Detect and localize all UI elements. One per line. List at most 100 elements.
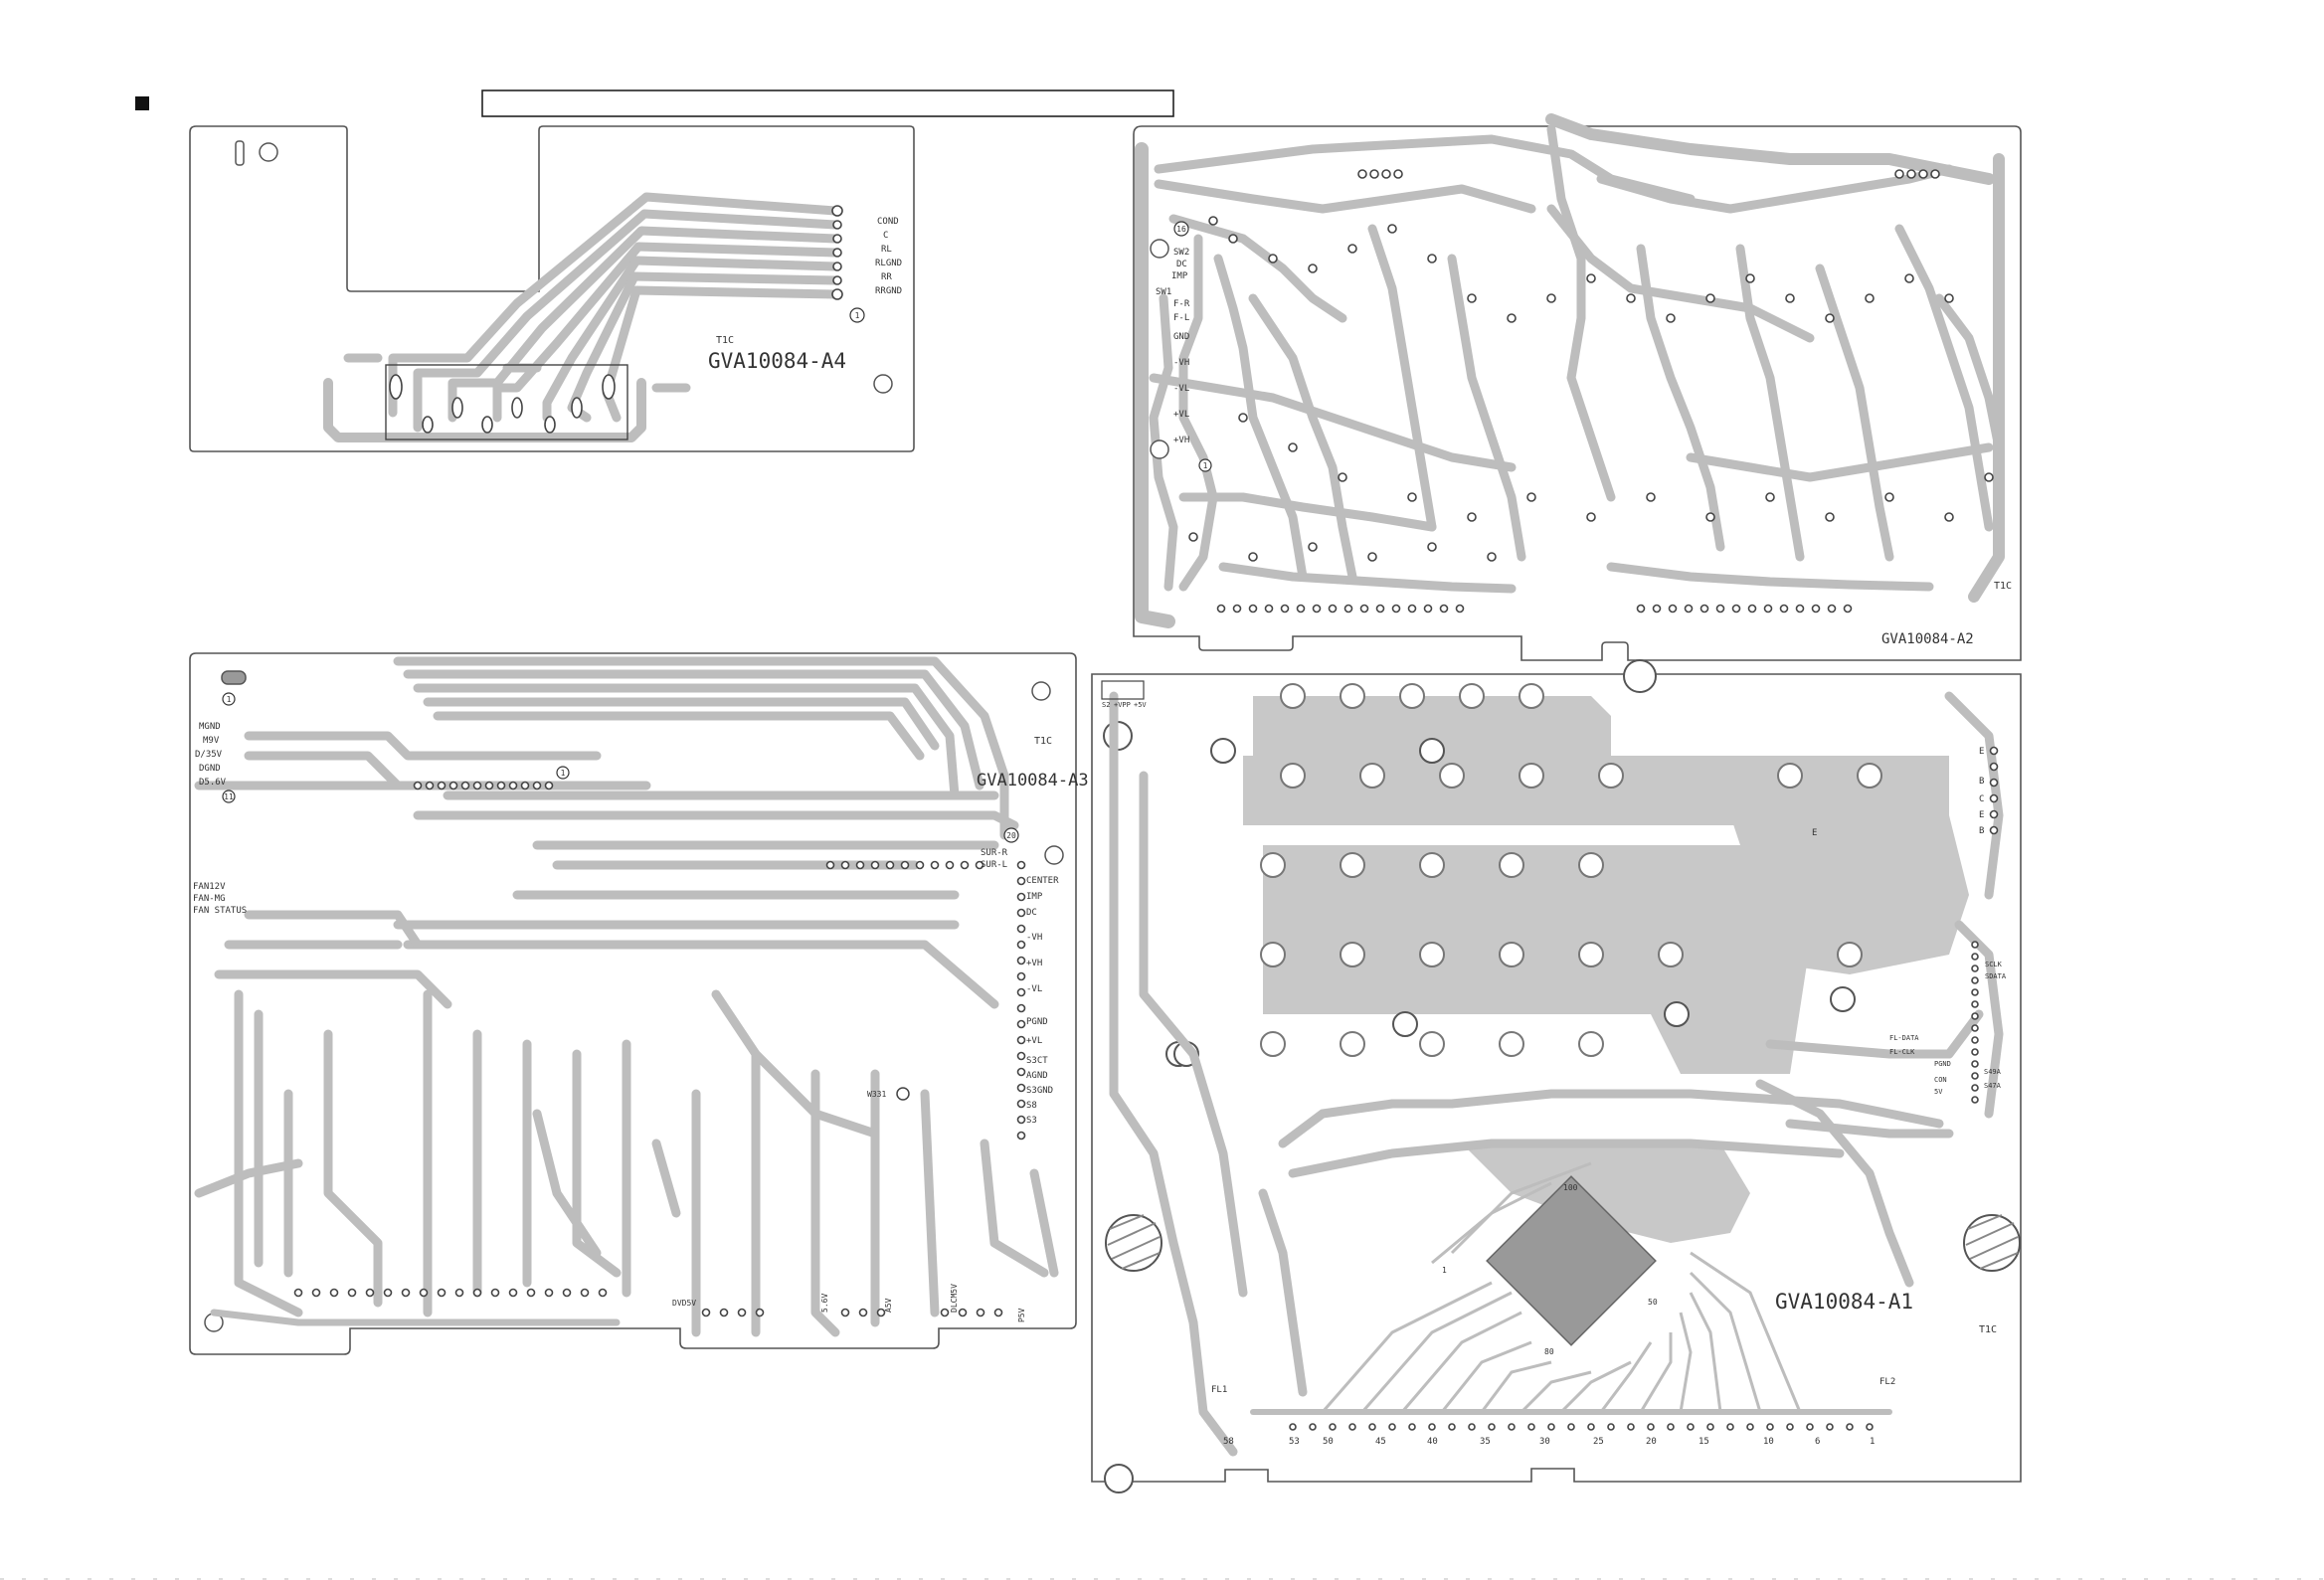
board-a3-right-label: SUR-L	[981, 860, 1007, 870]
board-a2-mount-hole	[1150, 439, 1169, 459]
board-a3-connector-marker	[1003, 827, 1019, 843]
board-a1-top-label: +5V	[1134, 701, 1147, 709]
board-a3-left-label: M9V	[203, 736, 220, 746]
board-a2-bottom-header	[1216, 604, 1853, 614]
board-a1-scale-number: 45	[1375, 1437, 1386, 1447]
board-a3-right-label: S3	[1026, 1116, 1037, 1126]
board-a1-display-header-pads	[1289, 1423, 1874, 1431]
board-a1-top-header	[1101, 680, 1145, 700]
board-a1-right-label: E	[1979, 747, 1984, 757]
board-a3-pin-number: 1	[561, 769, 566, 778]
board-a1-scale-number: 25	[1593, 1437, 1604, 1447]
board-a1-fl-label: FL1	[1211, 1385, 1227, 1395]
board-a3-mount-hole	[1044, 845, 1064, 865]
board-a3-right-label: CENTER	[1026, 876, 1059, 886]
board-a3-pin-marker	[222, 692, 236, 706]
board-a2-pin-label: SW1	[1156, 287, 1171, 297]
board-a2-pin-label: GND	[1173, 332, 1189, 342]
board-a1-scale-numbers: 58 53 50 45 40 35 30 25 20 15 10 6 1	[1223, 1437, 1875, 1447]
board-a4-pin-label: RL	[881, 245, 892, 255]
board-a3-left-label: MGND	[199, 722, 221, 732]
board-a3-right-label: -VH	[1026, 933, 1042, 943]
header-title-box	[481, 89, 1174, 117]
board-a1-qfp-ic	[1486, 1175, 1657, 1346]
board-a3-left-label: FAN STATUS	[193, 906, 247, 916]
board-a1-hatched-holes	[1103, 659, 2021, 1493]
board-a2: 16 1 SW2 DC IMP SW1 F-R F-L GND -VH -VL …	[1133, 113, 2022, 661]
board-a1-scale-number: 30	[1539, 1437, 1550, 1447]
board-a2-traces	[1135, 113, 2005, 628]
board-a1-traces	[1109, 691, 2004, 1457]
board-a3-bottom-label: P5V	[1017, 1308, 1026, 1322]
board-a3-pin-number: 11	[224, 792, 234, 801]
board-a2-pin-label: +VH	[1173, 436, 1189, 445]
board-a3-right-label: AGND	[1026, 1071, 1048, 1081]
board-a3: MGND M9V D/35V DGND D5.6V FAN12V FAN-MG …	[189, 652, 1089, 1355]
board-a3-bottom-label: DLCM5V	[950, 1284, 959, 1313]
board-a1-chip-pin-label: 100	[1563, 1183, 1578, 1192]
board-a3-pin-marker	[556, 766, 570, 780]
board-a1-right-connector-pads	[1971, 746, 1999, 1104]
board-a1-connector-label: CON	[1934, 1076, 1947, 1084]
board-a3-bottom-labels: DVD5V 5.6V A5V DLCM5V P5V	[672, 1284, 1026, 1322]
board-a3-left-label: FAN12V	[193, 882, 226, 892]
board-a3-left-label: D5.6V	[199, 778, 227, 788]
board-a1-chip-pin-label: 1	[1442, 1266, 1447, 1275]
board-a1-scale-number: 40	[1427, 1437, 1438, 1447]
board-a1-scale-number: 10	[1763, 1437, 1774, 1447]
board-a1-chip-pin-label: 80	[1544, 1347, 1554, 1356]
board-a1-top-label: S2	[1102, 701, 1110, 709]
board-a4-id-label: GVA10084-A4	[708, 349, 846, 373]
board-a1-connector-label: S49A	[1984, 1068, 2002, 1076]
board-a1-scale-number: 50	[1323, 1437, 1334, 1447]
board-a3-right-label: S3CT	[1026, 1056, 1048, 1066]
board-a3-jumper	[221, 670, 247, 685]
board-a3-pin-number: 1	[227, 695, 232, 704]
board-a1-right-label: E	[1979, 810, 1984, 820]
board-a4-traces	[323, 192, 840, 442]
board-a1-mid-label: E	[1812, 828, 1817, 838]
board-a1-right-label: B	[1979, 826, 1984, 836]
board-a1-connector-labels: FL-DATA FL-CLK PGND CON 5V S49A S47A SCL…	[1889, 961, 2007, 1096]
board-a1-chip-pins: 100 80 1 50	[1442, 1183, 1658, 1356]
board-a4-layer-label: T1C	[716, 335, 734, 346]
board-a3-layer-label: T1C	[1034, 736, 1052, 747]
board-a4-pin-label: COND	[877, 217, 899, 227]
board-a4-pin-label: RR	[881, 272, 892, 282]
board-a2-pin-label: F-R	[1173, 299, 1190, 309]
board-a2-pin-label: IMP	[1171, 271, 1188, 281]
board-a3-traces	[194, 656, 1059, 1337]
board-a3-bottom-label: A5V	[884, 1298, 893, 1313]
board-a1-chip-pin-label: 50	[1648, 1298, 1658, 1307]
board-a3-right-label: +VH	[1026, 959, 1042, 968]
board-a1-connector-label: 5V	[1934, 1088, 1943, 1096]
board-a1-capacitor-pads	[1260, 683, 1882, 1057]
board-a1-id-label: GVA10084-A1	[1775, 1290, 1913, 1314]
board-a1-right-label: C	[1979, 794, 1984, 804]
board-a3-right-label: S3GND	[1026, 1086, 1053, 1096]
board-a1-fine-traces	[1321, 1161, 1802, 1414]
board-a3-bottom-label: DVD5V	[672, 1299, 696, 1308]
board-a3-id-label: GVA10084-A3	[977, 771, 1089, 790]
board-a4-pin1-label: 1	[855, 311, 860, 320]
board-a2-connector-labels: SW2 DC IMP SW1 F-R F-L GND -VH -VL +VL +…	[1156, 248, 1190, 445]
board-a2-id-label: GVA10084-A2	[1881, 631, 1974, 647]
board-a1-connector-label: FL-CLK	[1889, 1048, 1915, 1056]
board-a3-left-label: FAN-MG	[193, 894, 226, 904]
board-a1-connector-label: PGND	[1934, 1060, 1951, 1068]
board-a3-left-label: DGND	[199, 764, 221, 774]
board-a1-scale-number: 6	[1815, 1437, 1820, 1447]
board-a2-pin-label: F-L	[1173, 313, 1189, 323]
board-a3-left-labels: MGND M9V D/35V DGND D5.6V FAN12V FAN-MG …	[193, 722, 247, 916]
board-a4-pin-label: RLGND	[875, 259, 902, 268]
board-a2-pin-label: DC	[1176, 260, 1187, 269]
board-a3-via	[896, 1087, 910, 1101]
board-a3-left-label: D/35V	[195, 750, 223, 760]
board-a1-scale-number: 20	[1646, 1437, 1657, 1447]
board-a1-connector-label: SDATA	[1985, 972, 2007, 980]
board-a2-pin-label: -VL	[1173, 384, 1189, 394]
board-a4-mount-slot	[235, 140, 245, 166]
board-a3-bottom-label: 5.6V	[820, 1294, 829, 1313]
board-a4-mount-hole-right	[873, 374, 893, 394]
